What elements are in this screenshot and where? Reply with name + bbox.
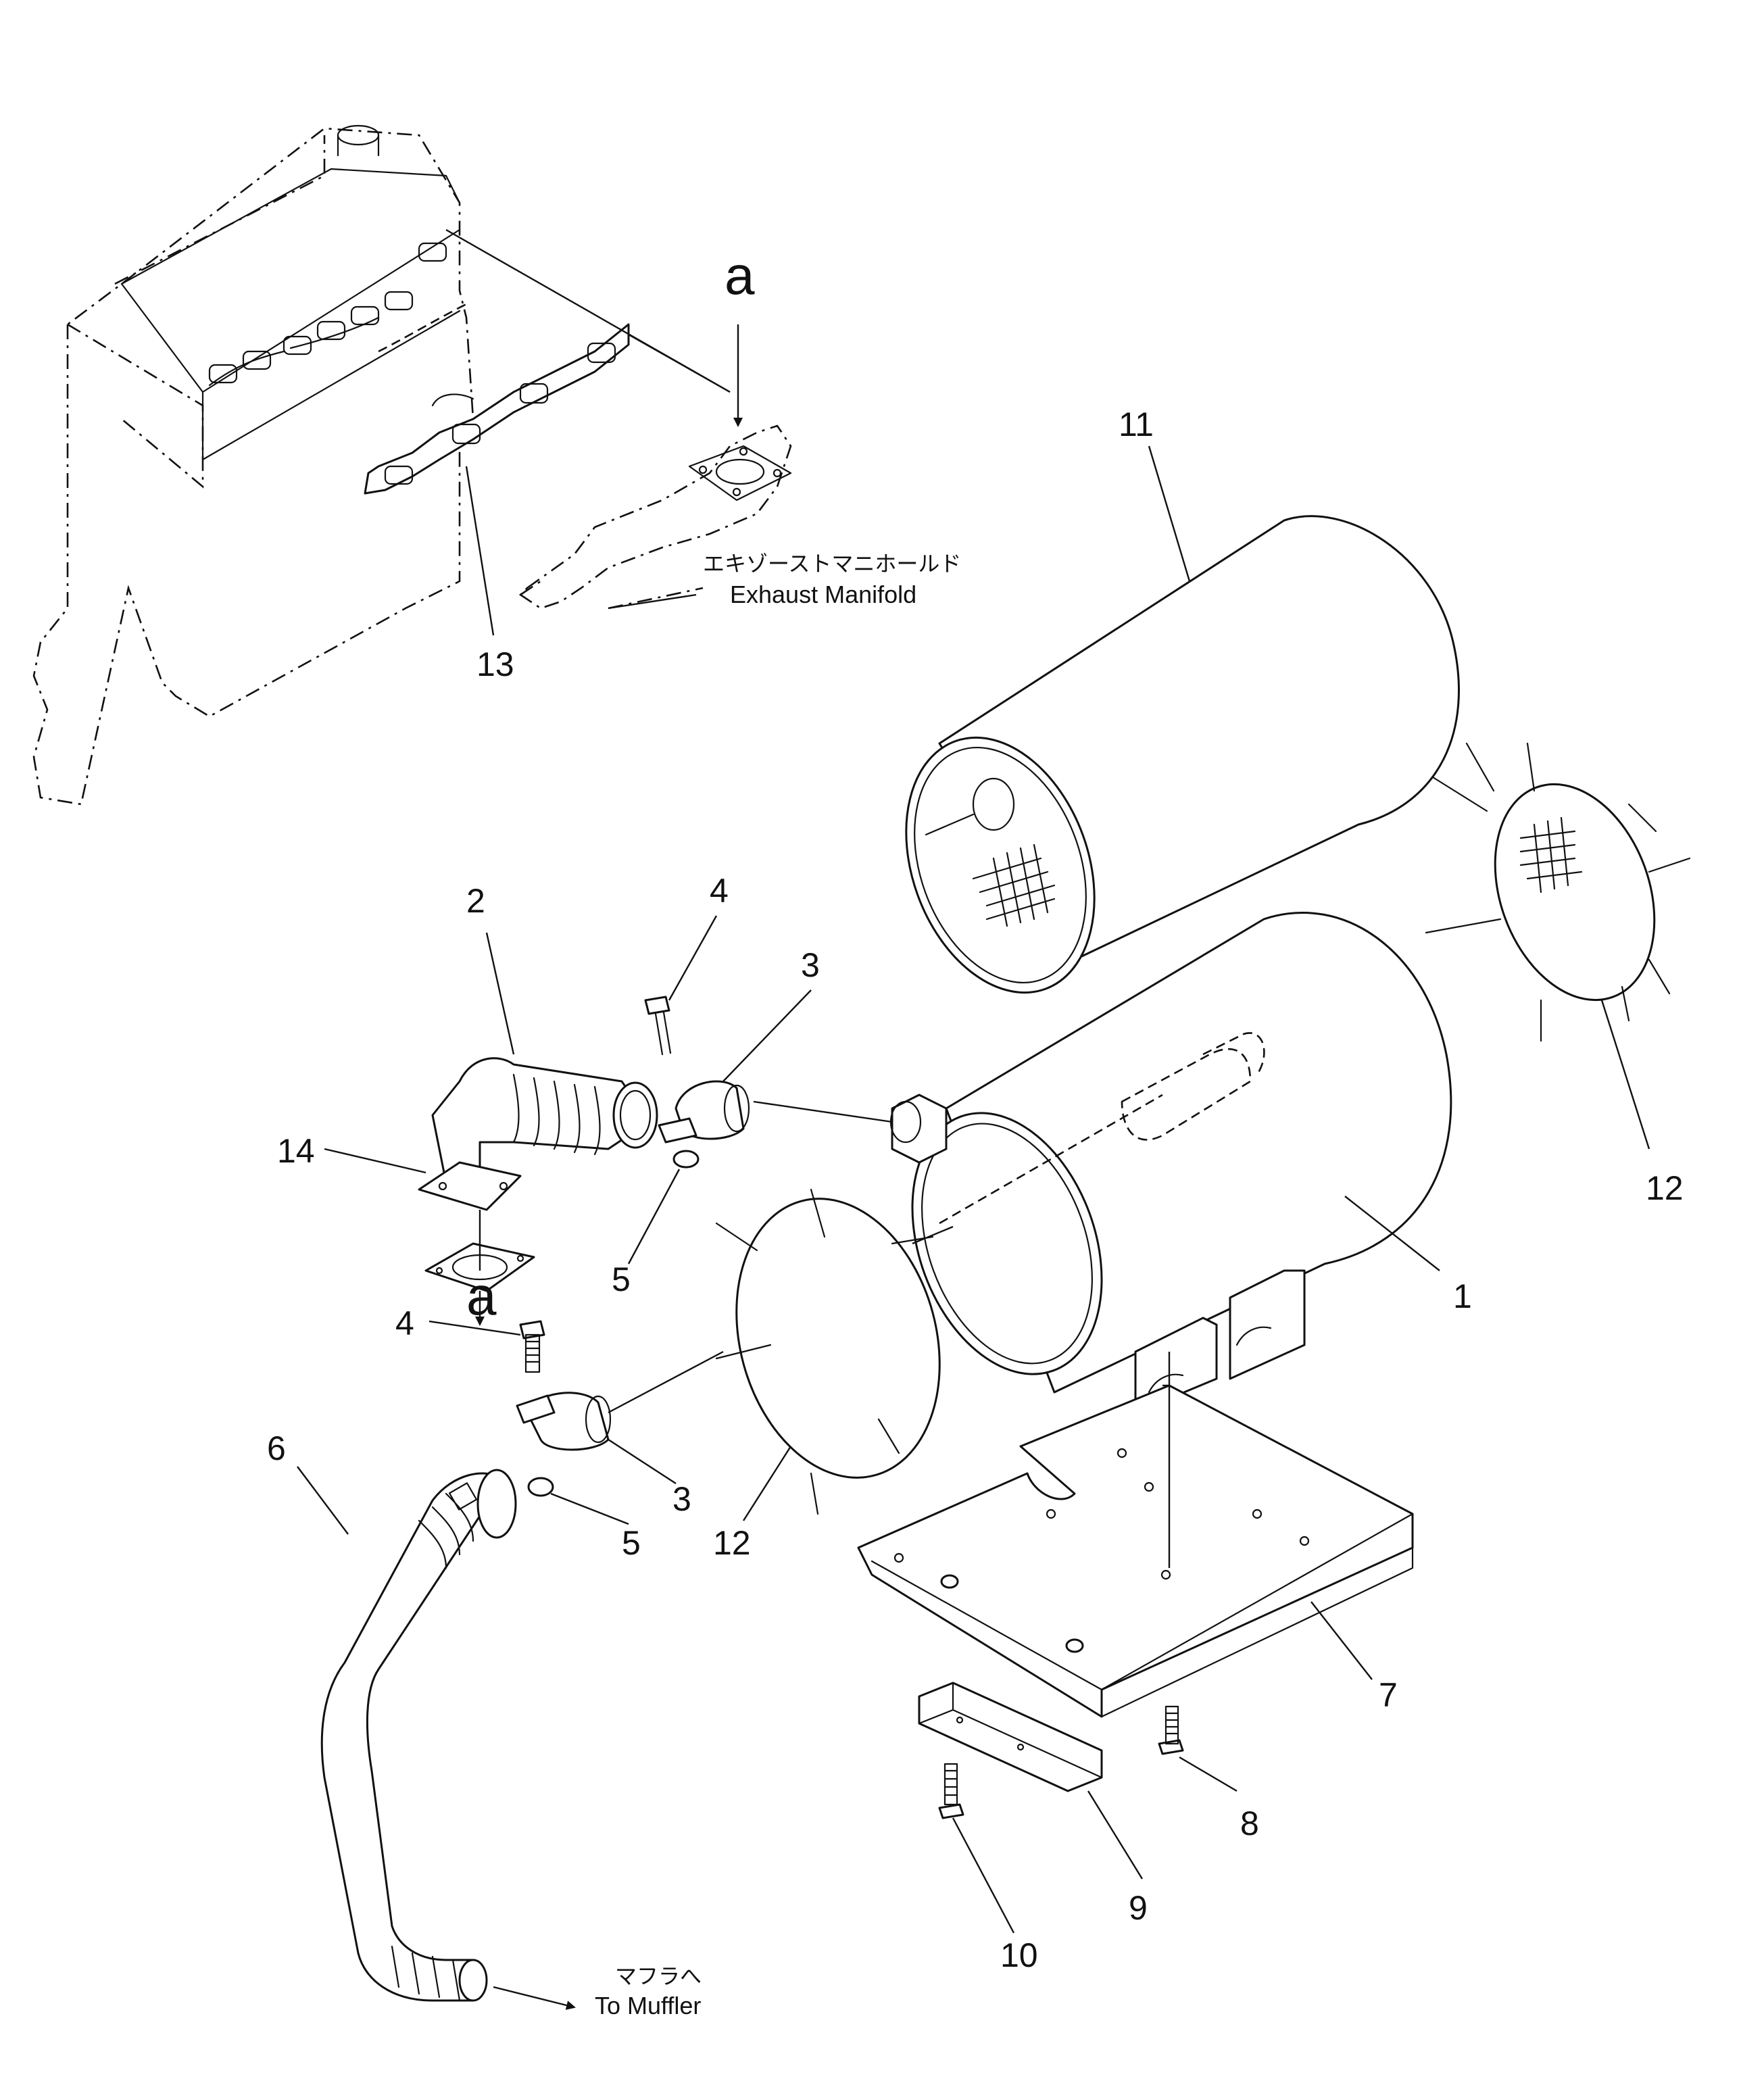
callout-6: 6	[267, 1429, 286, 1467]
mounting-plate	[857, 1384, 1414, 1718]
to-muffler-label-jp: マフラへ	[615, 1963, 702, 1989]
exhaust-manifold-label-en: Exhaust Manifold	[730, 581, 916, 608]
callout-14: 14	[277, 1132, 315, 1170]
clamp-lower	[516, 1392, 612, 1451]
nut-lower	[527, 1477, 554, 1497]
exhaust-manifold-label-jp: エキゾーストマニホールド	[703, 551, 961, 577]
clamp-upper	[658, 1080, 750, 1144]
callout-12-right: 12	[1646, 1169, 1684, 1207]
callout-4-upper: 4	[710, 872, 729, 910]
muffler-cover	[905, 515, 1460, 994]
callout-a-bottom: a	[466, 1266, 497, 1326]
bolt-plate	[1158, 1705, 1184, 1755]
part-callouts: 11 12 1 2 4 3 14 5 4 3 5 12 6 7 8 9 10 1…	[267, 245, 1684, 1974]
callout-12-left: 12	[713, 1524, 751, 1562]
bolt-upper	[644, 996, 672, 1056]
callout-1: 1	[1453, 1277, 1472, 1315]
exhaust-manifold-phantom	[518, 424, 792, 610]
callout-8: 8	[1240, 1805, 1259, 1842]
engine-block-phantom	[32, 124, 474, 806]
to-muffler-label-en: To Muffler	[595, 1992, 701, 2019]
bolt-lower	[519, 1320, 545, 1373]
captions: エキゾーストマニホールド Exhaust Manifold マフラへ To Mu…	[595, 551, 961, 2019]
manifold-gasket	[364, 323, 630, 495]
spark-arrester-screen-left	[715, 1188, 941, 1515]
tail-pipe	[320, 1469, 517, 2002]
callout-7: 7	[1379, 1676, 1398, 1714]
callout-2: 2	[466, 882, 485, 920]
callout-5-upper: 5	[612, 1260, 631, 1298]
nut-upper	[672, 1150, 700, 1169]
bolt-bracket	[938, 1763, 964, 1819]
callout-13: 13	[476, 645, 514, 683]
callout-5-lower: 5	[622, 1524, 641, 1562]
callout-3-upper: 3	[801, 946, 820, 984]
callout-4-lower: 4	[395, 1304, 414, 1342]
callout-a-top: a	[725, 245, 755, 305]
callout-9: 9	[1129, 1889, 1148, 1927]
callout-10: 10	[1000, 1936, 1038, 1974]
leader-lines	[297, 445, 1650, 1934]
elbow-pipe	[418, 1057, 658, 1211]
callout-3-lower: 3	[672, 1480, 691, 1518]
spark-arrester-screen-right	[1425, 742, 1691, 1042]
angle-bracket	[918, 1682, 1103, 1792]
callout-11: 11	[1119, 406, 1154, 443]
muffler-body	[889, 912, 1452, 1414]
